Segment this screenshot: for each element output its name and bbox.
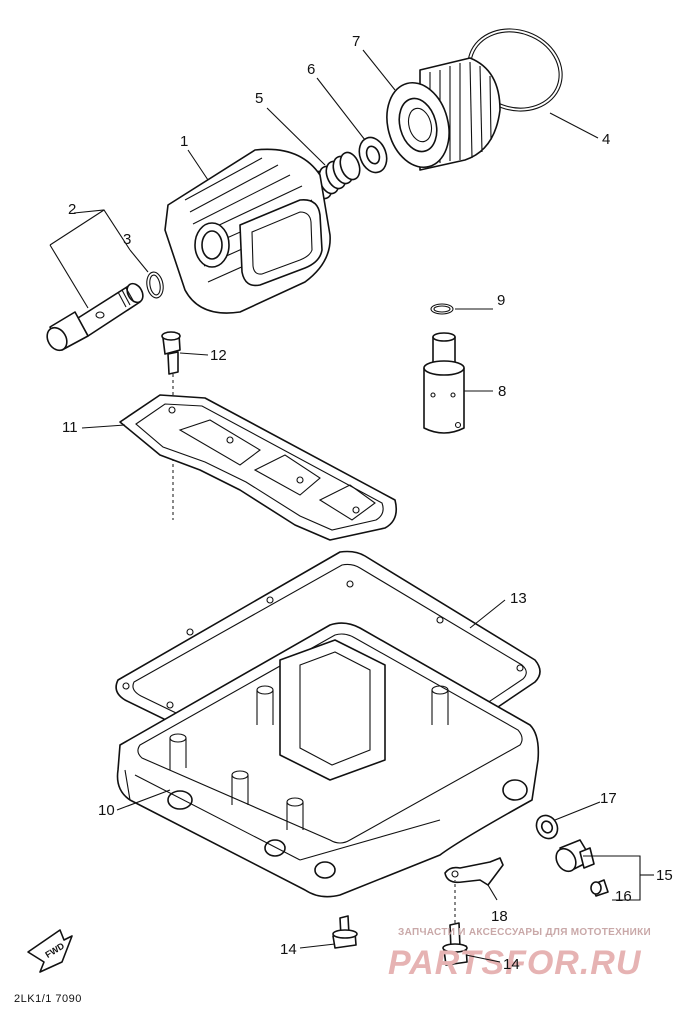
label-part-9: 9 — [497, 292, 505, 309]
label-part-5: 5 — [255, 90, 263, 107]
diagram-code: 2LK1/1 7090 — [14, 993, 82, 1005]
label-part-15: 15 — [656, 867, 673, 884]
label-part-10: 10 — [98, 802, 115, 819]
bolt-14-right — [442, 880, 468, 966]
oil-filter-cover — [164, 148, 331, 314]
bolt-14-left — [332, 915, 358, 949]
leader-lines — [49, 49, 654, 963]
label-part-14-left: 14 — [280, 941, 297, 958]
o-ring-large — [467, 28, 563, 112]
label-part-2: 2 — [68, 201, 76, 218]
label-part-7: 7 — [352, 33, 360, 50]
strainer-o-ring — [430, 303, 454, 315]
label-part-13: 13 — [510, 590, 527, 607]
oil-strainer — [423, 332, 465, 434]
o-ring-small — [146, 271, 164, 299]
watermark-tagline: ЗАПЧАСТИ И АКСЕССУАРЫ ДЛЯ МОТОТЕХНИКИ — [398, 927, 651, 938]
watermark: ЗАПЧАСТИ И АКСЕССУАРЫ ДЛЯ МОТОТЕХНИКИ PA… — [388, 927, 651, 982]
label-part-4: 4 — [602, 131, 610, 148]
filter-bolt — [46, 282, 144, 352]
label-part-18: 18 — [491, 908, 508, 925]
bracket — [444, 857, 504, 886]
drain-plug — [555, 839, 595, 873]
label-part-11: 11 — [62, 419, 78, 436]
watermark-brand: PARTSFOR.RU — [388, 944, 642, 982]
label-part-14-right: 14 — [503, 956, 520, 973]
drain-washer — [535, 814, 559, 840]
oil-pan — [116, 622, 540, 898]
oil-filter-element — [386, 57, 501, 171]
label-part-17: 17 — [600, 790, 617, 807]
label-part-3: 3 — [123, 231, 131, 248]
washer — [358, 136, 388, 174]
label-part-8: 8 — [498, 383, 506, 400]
label-part-16: 16 — [615, 888, 632, 905]
label-part-6: 6 — [307, 61, 315, 78]
part-number-labels: 1 2 3 4 5 6 7 8 9 10 11 12 13 14 14 15 1… — [62, 33, 673, 973]
label-part-12: 12 — [210, 347, 227, 364]
bolt-12 — [161, 331, 181, 520]
baffle-plate — [119, 394, 398, 541]
forward-direction-arrow: FWD — [27, 929, 73, 973]
label-part-1: 1 — [180, 133, 188, 150]
bolt-16 — [590, 879, 609, 897]
